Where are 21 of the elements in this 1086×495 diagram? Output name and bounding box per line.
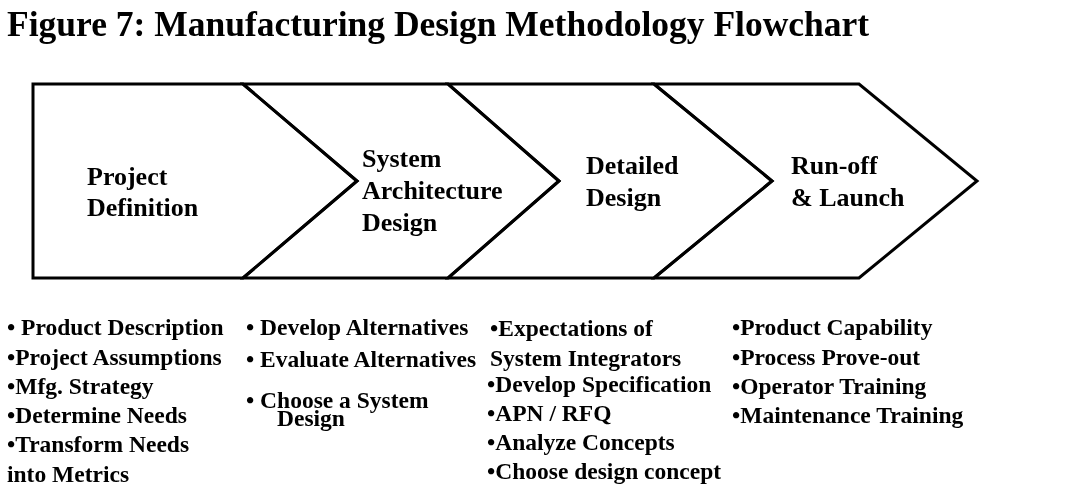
- bullet-item: •Process Prove-out: [732, 343, 921, 372]
- phase-label: Project Definition: [87, 161, 199, 223]
- bullet-item: •Mfg. Strategy: [7, 372, 154, 401]
- bullet-item: •Product Capability: [732, 313, 933, 342]
- bullet-item: •Determine Needs: [7, 401, 187, 430]
- bullet-item: •Expectations of System Integrators: [490, 314, 682, 373]
- phase-label: Run-off & Launch: [791, 150, 905, 214]
- bullet-item: •Choose design concept: [487, 457, 722, 486]
- bullet-item: •Maintenance Training: [732, 401, 964, 430]
- phase-label: System Architecture Design: [362, 143, 503, 239]
- bullet-item: • Product Description: [7, 313, 224, 342]
- bullet-item: •Project Assumptions: [7, 343, 222, 372]
- bullet-item: • Evaluate Alternatives: [246, 345, 477, 374]
- bullet-item: •APN / RFQ: [487, 399, 612, 428]
- phase-label: Detailed Design: [586, 150, 679, 214]
- bullet-item: •Develop Specification: [487, 371, 712, 399]
- bullet-item: •Analyze Concepts: [487, 428, 675, 457]
- bullet-item: •Operator Training: [732, 372, 927, 401]
- bullet-item: • Develop Alternatives: [246, 313, 469, 342]
- figure-title: Figure 7: Manufacturing Design Methodology Flowchart: [7, 6, 870, 42]
- bullet-item: •Transform Needs into Metrics: [7, 430, 190, 489]
